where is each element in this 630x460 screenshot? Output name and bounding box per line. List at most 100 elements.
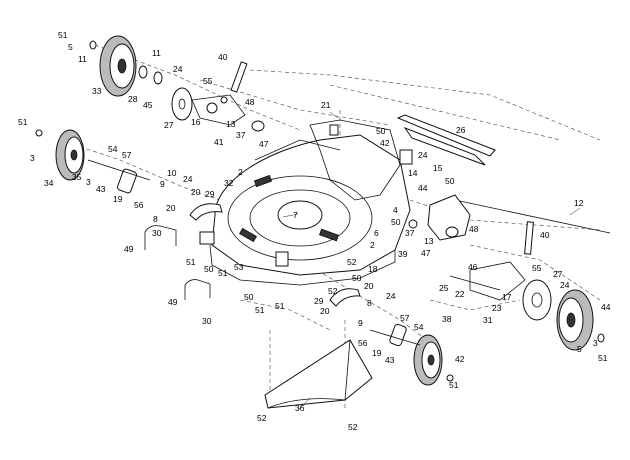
- callout-20: 20: [364, 281, 374, 291]
- callout-56: 56: [358, 338, 368, 348]
- callout-39: 39: [398, 249, 408, 259]
- callout-4: 4: [393, 205, 398, 215]
- wheel-34: [35, 129, 151, 194]
- callout-41: 41: [214, 137, 224, 147]
- callout-57: 57: [122, 150, 132, 160]
- callout-46: 46: [468, 262, 478, 272]
- callout-27: 27: [553, 269, 563, 279]
- callout-2: 2: [370, 240, 375, 250]
- handle-brackets: [144, 225, 211, 300]
- callout-19: 19: [113, 194, 123, 204]
- callout-35: 35: [72, 172, 82, 182]
- callout-5: 5: [577, 344, 582, 354]
- callout-50: 50: [244, 292, 254, 302]
- callout-20: 20: [166, 203, 176, 213]
- callout-52: 52: [348, 422, 358, 432]
- callout-11: 11: [78, 54, 87, 64]
- wheel-42: [369, 323, 454, 386]
- callout-44: 44: [601, 302, 611, 312]
- callout-54: 54: [414, 322, 424, 332]
- callout-55: 55: [532, 263, 542, 273]
- callout-8: 8: [367, 298, 372, 308]
- rod-12: [454, 199, 611, 234]
- callout-29: 29: [205, 189, 215, 199]
- callout-51: 51: [255, 305, 265, 315]
- callout-49: 49: [124, 244, 134, 254]
- callout-53: 53: [234, 262, 244, 272]
- callout-33: 33: [92, 86, 102, 96]
- callout-10: 10: [167, 168, 177, 178]
- right-bracket-assembly: [408, 194, 534, 255]
- mower-deck: [199, 119, 411, 286]
- callout-24: 24: [386, 291, 396, 301]
- callout-3: 3: [86, 177, 91, 187]
- callout-7: 7: [293, 210, 298, 220]
- callout-3: 3: [593, 338, 598, 348]
- callout-21: 21: [321, 100, 331, 110]
- leader-lines: [282, 111, 581, 411]
- callout-52: 52: [328, 286, 338, 296]
- wheel-44: [449, 261, 605, 351]
- drive-gear-27: [171, 61, 265, 132]
- callout-45: 45: [143, 100, 153, 110]
- callout-42: 42: [455, 354, 465, 364]
- callout-5: 5: [68, 42, 73, 52]
- callout-14: 14: [408, 168, 418, 178]
- callout-37: 37: [236, 130, 246, 140]
- callout-25: 25: [439, 283, 449, 293]
- callout-8: 8: [153, 214, 158, 224]
- callout-50: 50: [445, 176, 455, 186]
- callout-42: 42: [380, 138, 390, 148]
- callout-50: 50: [376, 126, 386, 136]
- callout-40: 40: [218, 52, 228, 62]
- height-adjusters: [189, 203, 361, 307]
- callout-52: 52: [257, 413, 267, 423]
- callout-20: 20: [191, 187, 201, 197]
- callout-50: 50: [391, 217, 401, 227]
- callout-2: 2: [238, 167, 243, 177]
- callout-18: 18: [368, 264, 378, 274]
- callout-27: 27: [164, 120, 174, 130]
- callout-56: 56: [134, 200, 144, 210]
- callout-24: 24: [560, 280, 570, 290]
- wheel-33: [89, 35, 163, 97]
- callout-48: 48: [469, 224, 479, 234]
- callout-34: 34: [44, 178, 54, 188]
- callout-50: 50: [352, 273, 362, 283]
- callout-36: 36: [295, 403, 305, 413]
- callout-54: 54: [108, 144, 118, 154]
- callout-30: 30: [152, 228, 162, 238]
- callout-40: 40: [540, 230, 550, 240]
- callout-50: 50: [204, 264, 214, 274]
- callout-51: 51: [218, 268, 228, 278]
- callout-49: 49: [168, 297, 178, 307]
- callout-24: 24: [418, 150, 428, 160]
- callout-24: 24: [173, 64, 183, 74]
- callout-44: 44: [418, 183, 428, 193]
- callout-31: 31: [483, 315, 493, 325]
- callout-37: 37: [405, 228, 415, 238]
- callout-6: 6: [374, 228, 379, 238]
- callout-13: 13: [424, 236, 434, 246]
- callout-28: 28: [128, 94, 138, 104]
- callout-51: 51: [449, 380, 459, 390]
- callout-15: 15: [433, 163, 443, 173]
- callout-51: 51: [186, 257, 196, 267]
- callout-12: 12: [574, 198, 584, 208]
- callout-9: 9: [358, 318, 363, 328]
- callout-52: 52: [347, 257, 357, 267]
- callout-29: 29: [314, 296, 324, 306]
- callout-32: 32: [224, 178, 234, 188]
- callout-51: 51: [58, 30, 68, 40]
- rail-26: [396, 114, 496, 166]
- callout-43: 43: [385, 355, 395, 365]
- callout-22: 22: [455, 289, 465, 299]
- callout-51: 51: [598, 353, 608, 363]
- callout-51: 51: [275, 301, 285, 311]
- callout-26: 26: [456, 125, 466, 135]
- callout-16: 16: [191, 117, 201, 127]
- callout-20: 20: [320, 306, 330, 316]
- grass-chute-36: [264, 339, 373, 409]
